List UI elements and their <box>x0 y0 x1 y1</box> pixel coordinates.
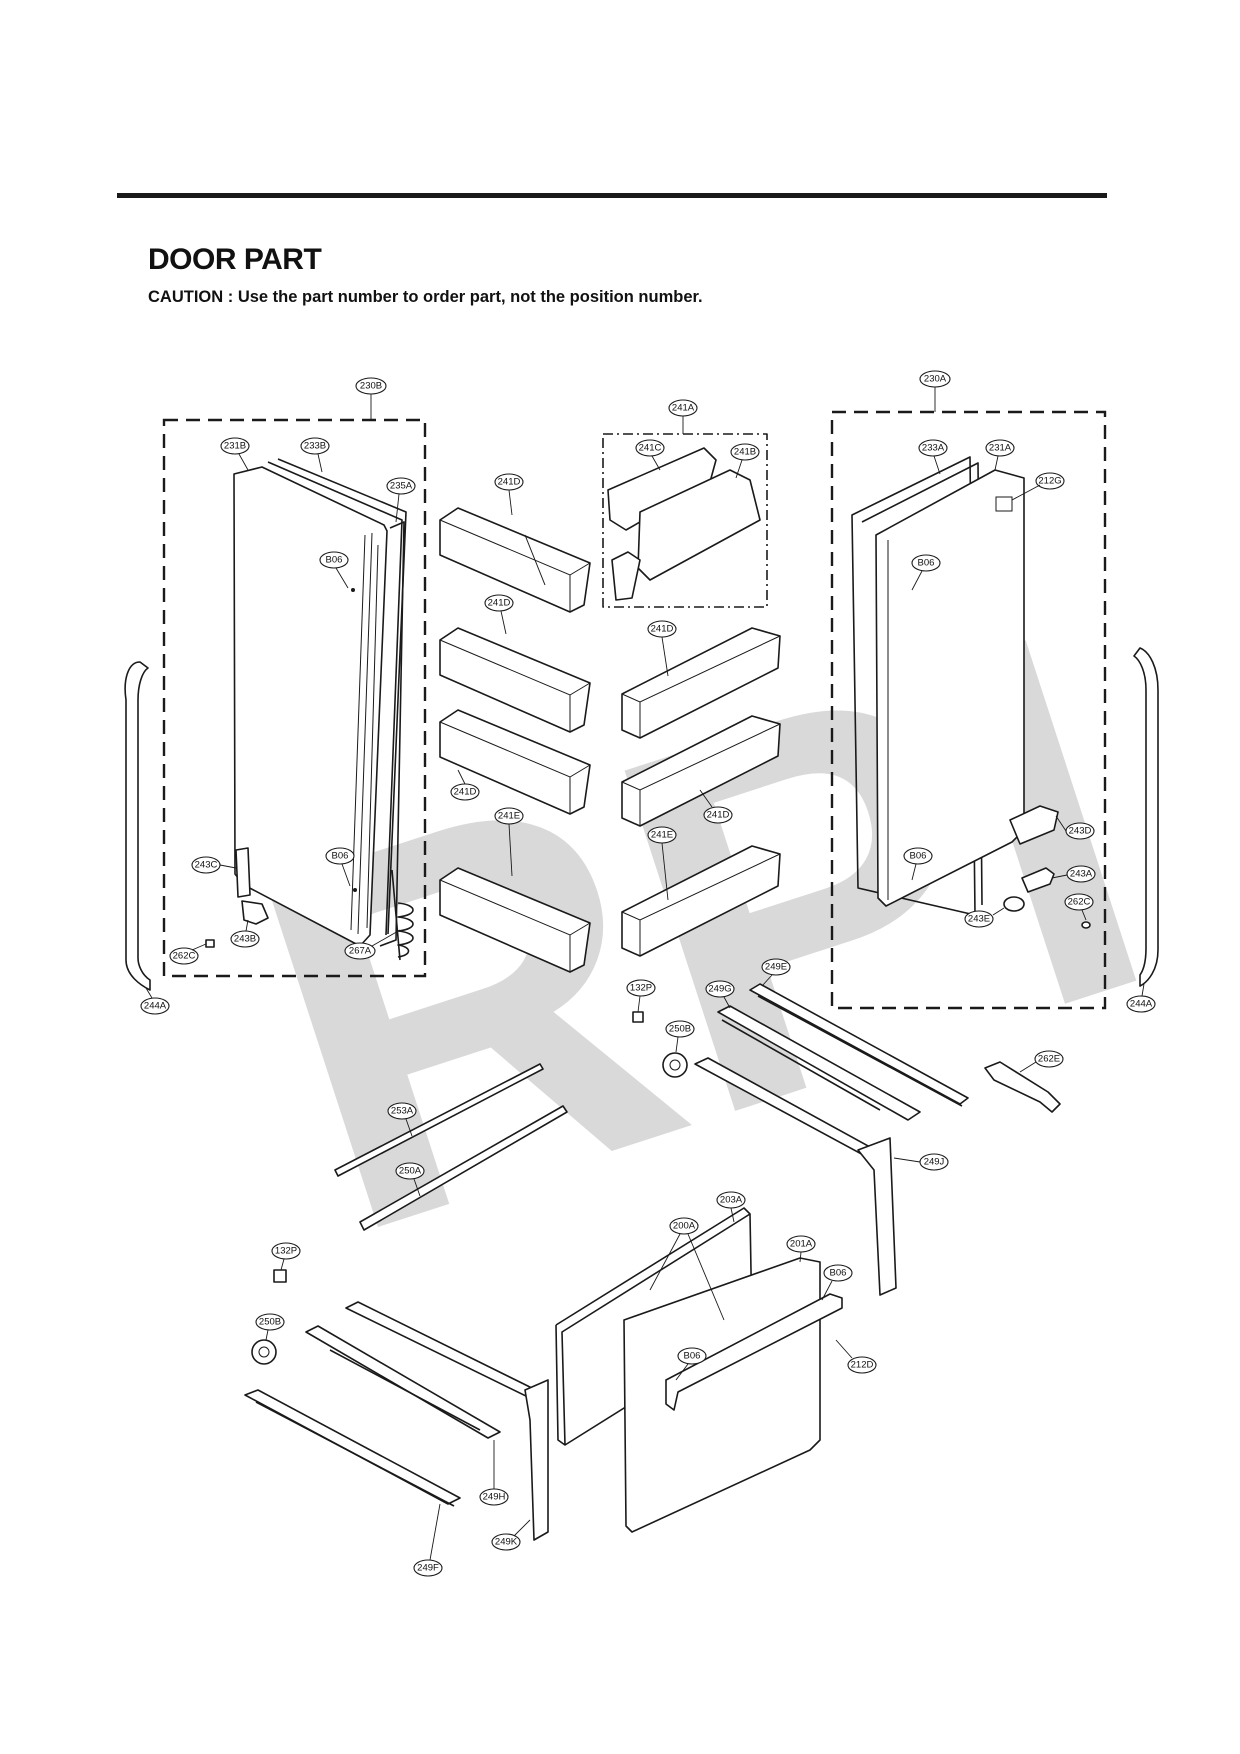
callout-b06-drawer-lower: B06 <box>684 1351 701 1362</box>
callout-241e-right: 241E <box>651 830 673 841</box>
drawer-front-panel <box>623 1257 843 1533</box>
callout-249k: 249K <box>495 1537 518 1548</box>
callout-235a: 235A <box>390 481 413 492</box>
callout-b06-right-lower: B06 <box>910 851 927 862</box>
right-door-assembly-box <box>830 410 1107 1010</box>
door-bins <box>439 507 781 973</box>
callout-231b: 231B <box>224 441 246 452</box>
callout-241d-right-2: 241D <box>707 810 730 821</box>
part-132p-upper <box>632 1011 644 1023</box>
left-door-assembly-box <box>162 418 427 978</box>
callout-262c-left: 262C <box>173 951 196 962</box>
callout-230b: 230B <box>360 381 382 392</box>
callout-212g: 212G <box>1038 476 1061 487</box>
bin-241a-group-box <box>602 433 768 608</box>
rail-249h <box>305 1325 501 1439</box>
rail-249f <box>244 1389 461 1507</box>
callout-203a: 203A <box>720 1195 743 1206</box>
caution-note: CAUTION : Use the part number to order p… <box>148 288 703 306</box>
callout-249g: 249G <box>708 984 731 995</box>
callout-262c-right: 262C <box>1068 897 1091 908</box>
callout-200a: 200A <box>673 1221 696 1232</box>
callout-230a: 230A <box>924 374 947 385</box>
rail-249g <box>717 1005 921 1121</box>
callout-233b: 233B <box>304 441 326 452</box>
callout-241a: 241A <box>672 403 695 414</box>
callout-212d: 212D <box>851 1360 874 1371</box>
bracket-249k <box>345 1301 549 1541</box>
callout-244a-left: 244A <box>144 1001 167 1012</box>
callout-241b: 241B <box>734 447 756 458</box>
gear-250b-lower <box>251 1339 277 1365</box>
callout-253a: 253A <box>391 1106 414 1117</box>
rail-249e <box>749 983 969 1107</box>
callout-249j: 249J <box>924 1157 945 1168</box>
part-132p-lower <box>273 1269 287 1283</box>
wrench-262e <box>984 1061 1061 1113</box>
callout-132p-upper: 132P <box>630 983 652 994</box>
callout-250a: 250A <box>399 1166 422 1177</box>
callout-243b: 243B <box>234 934 256 945</box>
callout-267a: 267A <box>349 946 372 957</box>
right-hinge-parts <box>1003 805 1091 929</box>
bin-241a-parts <box>607 447 761 601</box>
callout-132p-lower: 132P <box>275 1246 297 1257</box>
callout-233a: 233A <box>922 443 945 454</box>
callout-231a: 231A <box>989 443 1012 454</box>
callout-b06-right-upper: B06 <box>918 558 935 569</box>
callout-b06-left-lower: B06 <box>332 851 349 862</box>
callout-250b-upper: 250B <box>669 1024 691 1035</box>
strip-250a <box>359 1105 568 1231</box>
callout-b06-drawer-upper: B06 <box>830 1268 847 1279</box>
callout-249h: 249H <box>483 1492 506 1503</box>
callout-b06-left-upper: B06 <box>326 555 343 566</box>
callout-249f: 249F <box>417 1563 439 1574</box>
bracket-249j <box>694 1057 897 1296</box>
callout-249e: 249E <box>765 962 787 973</box>
page-title: DOOR PART <box>148 243 322 276</box>
left-hinge-parts <box>205 847 414 961</box>
callout-243d: 243D <box>1069 826 1092 837</box>
left-door-panel <box>233 458 407 947</box>
callout-201a: 201A <box>790 1239 813 1250</box>
right-door-panel <box>851 456 1025 916</box>
callout-241d-left-3: 241D <box>454 787 477 798</box>
header-rule <box>117 193 1107 198</box>
callout-241d-left-2: 241D <box>488 598 511 609</box>
callout-250b-lower: 250B <box>259 1317 281 1328</box>
callout-243c: 243C <box>195 860 218 871</box>
strip-253a <box>334 1063 544 1177</box>
callout-241d-right-1: 241D <box>651 624 674 635</box>
callout-241c: 241C <box>639 443 662 454</box>
callouts: 230B 231B 233B 235A B06 241D 241A 241C <box>140 370 1156 1577</box>
callout-243a: 243A <box>1070 869 1093 880</box>
right-handle <box>1133 647 1159 987</box>
gear-250b-upper <box>662 1052 688 1078</box>
callout-243e: 243E <box>968 914 990 925</box>
callout-262e: 262E <box>1038 1054 1060 1065</box>
left-handle <box>124 661 151 991</box>
callout-244a-right: 244A <box>1130 999 1153 1010</box>
callout-241e-left: 241E <box>498 811 520 822</box>
callout-241d-top: 241D <box>498 477 521 488</box>
